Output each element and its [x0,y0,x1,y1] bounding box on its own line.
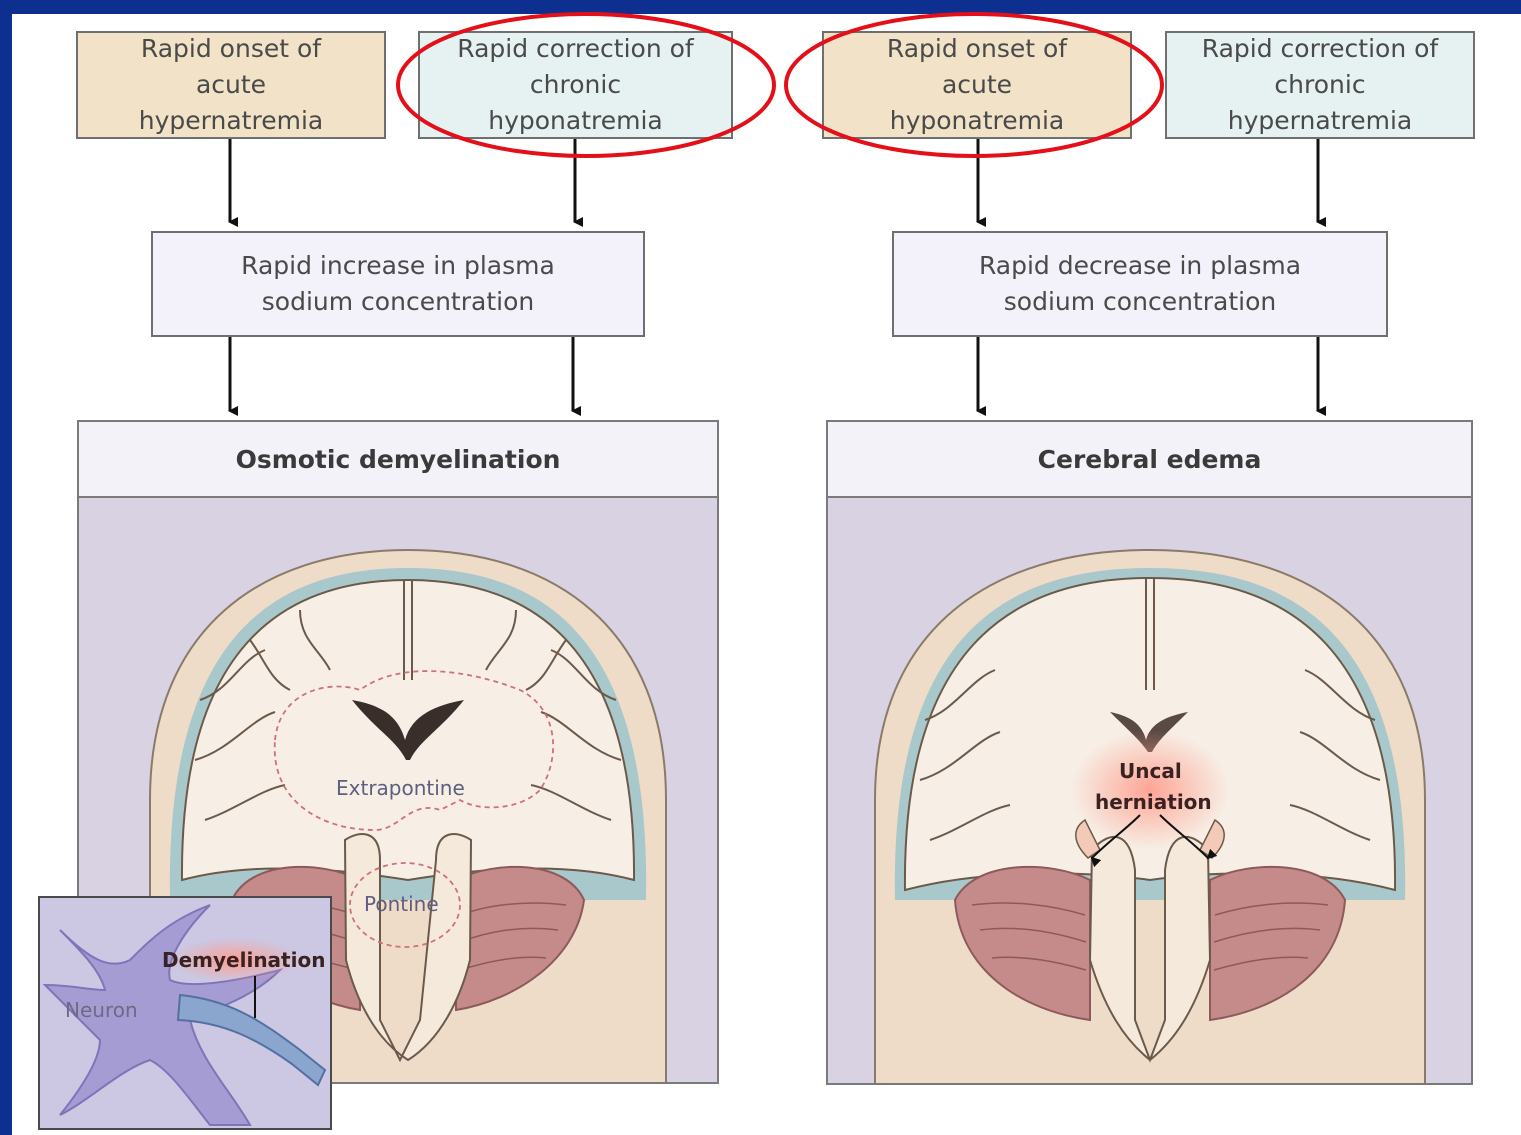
extrapontine-label: Extrapontine [336,776,465,800]
uncal-label: Uncal [1119,759,1182,783]
demyelination-label: Demyelination [162,948,325,972]
herniation-label: herniation [1095,790,1212,814]
highlight-ellipse-right [786,14,1162,156]
neuron-label: Neuron [65,998,138,1022]
pontine-label: Pontine [364,892,439,916]
brain-edema-illustration [875,550,1425,1085]
flow-arrows [230,139,1318,411]
highlight-ellipse-left [398,14,774,156]
